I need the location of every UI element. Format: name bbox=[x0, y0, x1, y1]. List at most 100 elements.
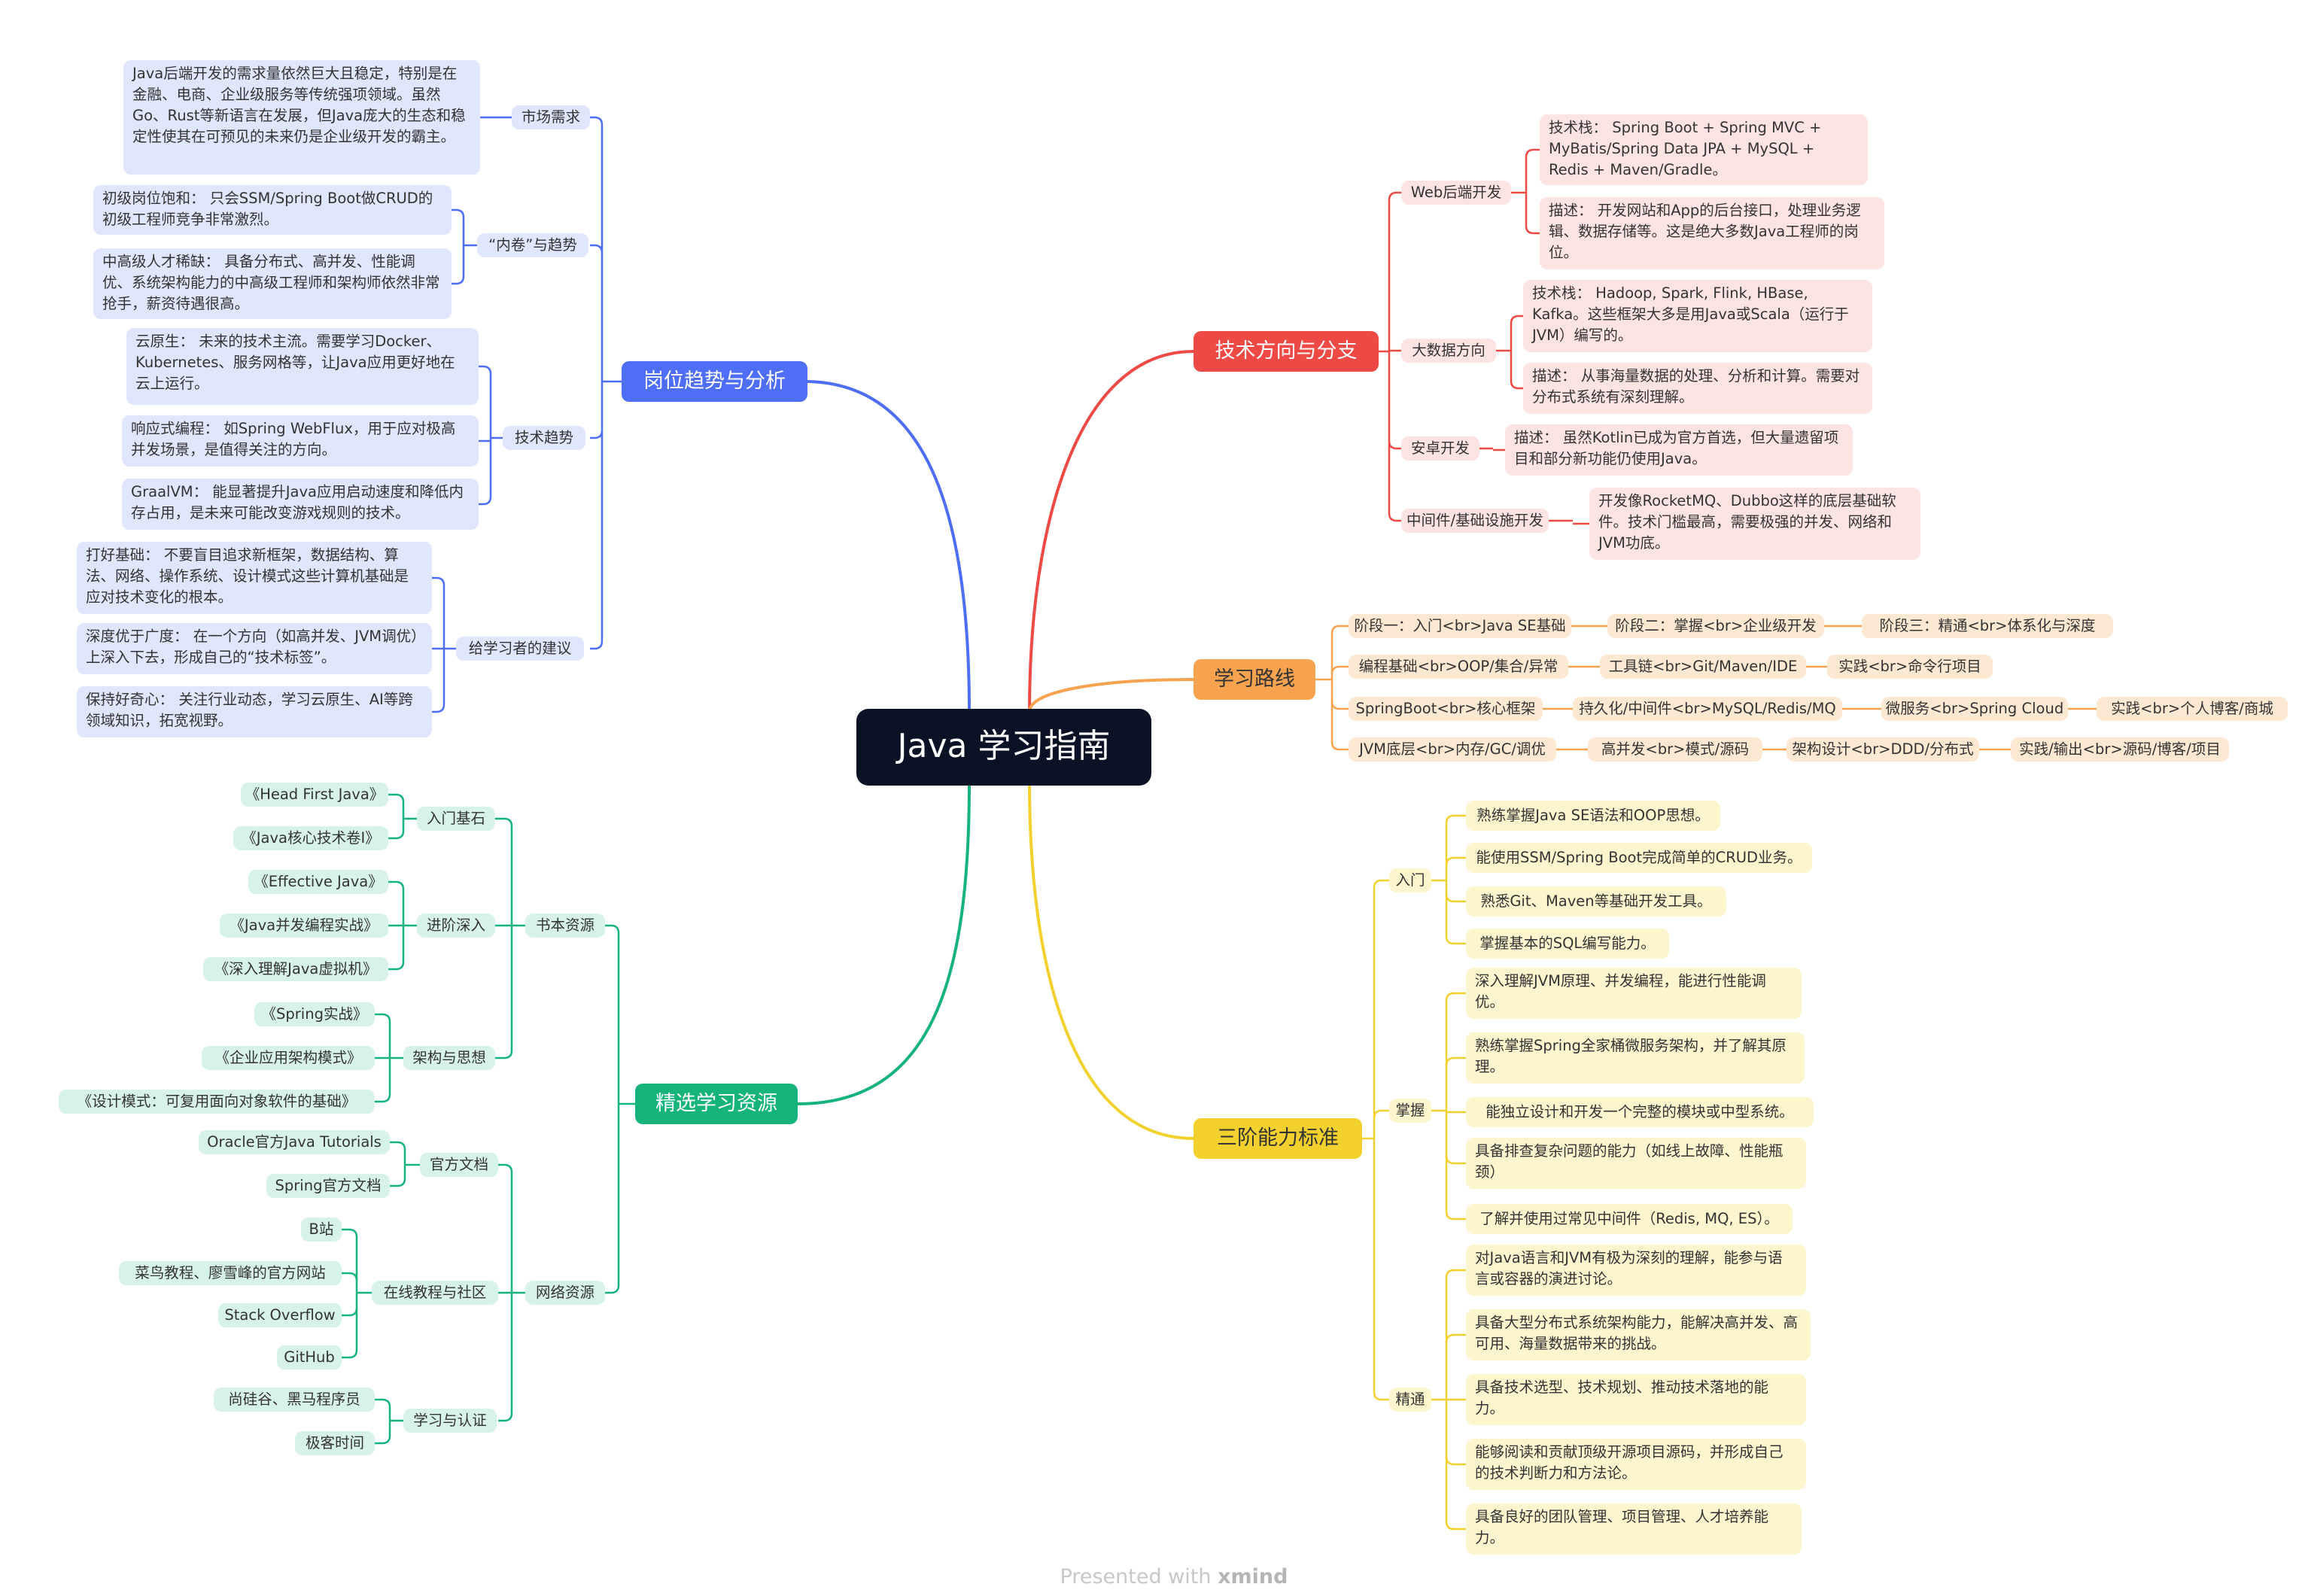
subtopic-tech-trends[interactable]: 技术趋势 bbox=[503, 426, 585, 450]
link-runoob-liaoxuefeng[interactable]: 菜鸟教程、廖雪峰的官方网站 bbox=[119, 1261, 342, 1285]
group-tutorials-community[interactable]: 在线教程与社区 bbox=[372, 1281, 498, 1305]
master-item-1[interactable]: 深入理解JVM原理、并发编程，能进行性能调优。 bbox=[1466, 968, 1802, 1019]
leaf-market-demand[interactable]: Java后端开发的需求量依然巨大且稳定，特别是在金融、电商、企业级服务等传统强项… bbox=[123, 60, 480, 175]
expert-item-5[interactable]: 具备良好的团队管理、项目管理、人才培养能力。 bbox=[1466, 1503, 1802, 1555]
master-item-4[interactable]: 具备排查复杂问题的能力（如线上故障、性能瓶颈） bbox=[1466, 1138, 1806, 1189]
leaf-fundamentals[interactable]: 打好基础： 不要盲目追求新框架，数据结构、算法、网络、操作系统、设计模式这些计算… bbox=[77, 542, 432, 614]
expert-item-1[interactable]: 对Java语言和JVM有极为深刻的理解，能参与语言或容器的演进讨论。 bbox=[1466, 1245, 1806, 1296]
leaf-reactive[interactable]: 响应式编程： 如Spring WebFlux，用于应对极高并发场景，是值得关注的… bbox=[122, 415, 479, 467]
group-learning-certification[interactable]: 学习与认证 bbox=[403, 1409, 497, 1433]
subtopic-big-data[interactable]: 大数据方向 bbox=[1401, 339, 1496, 363]
entry-item-4[interactable]: 掌握基本的SQL编写能力。 bbox=[1466, 929, 1669, 959]
book-effective-java[interactable]: 《Effective Java》 bbox=[248, 870, 388, 894]
book-design-patterns[interactable]: 《设计模式：可复用面向对象软件的基础》 bbox=[59, 1090, 375, 1114]
route-step-4-1[interactable]: JVM底层<br>内存/GC/调优 bbox=[1349, 737, 1556, 762]
subtopic-advice[interactable]: 给学习者的建议 bbox=[456, 637, 584, 661]
route-step-4-2[interactable]: 高并发<br>模式/源码 bbox=[1588, 737, 1762, 762]
connector bbox=[1028, 678, 1194, 713]
book-core-java[interactable]: 《Java核心技术卷I》 bbox=[233, 826, 388, 850]
master-item-2[interactable]: 熟练掌握Spring全家桶微服务架构，并了解其原理。 bbox=[1466, 1032, 1805, 1084]
subtopic-android[interactable]: 安卓开发 bbox=[1401, 436, 1479, 461]
level-entry[interactable]: 入门 bbox=[1389, 868, 1431, 892]
connector bbox=[495, 1050, 513, 1059]
expert-item-3[interactable]: 具备技术选型、技术规划、推动技术落地的能力。 bbox=[1466, 1374, 1806, 1425]
leaf-depth[interactable]: 深度优于广度： 在一个方向（如高并发、JVM调优）上深入下去，形成自己的“技术标… bbox=[77, 623, 432, 674]
connector bbox=[1445, 856, 1466, 866]
subtopic-involution[interactable]: “内卷”与趋势 bbox=[477, 233, 588, 257]
expert-item-2[interactable]: 具备大型分布式系统架构能力，能解决高并发、高可用、海量数据带来的挑战。 bbox=[1466, 1309, 1811, 1360]
leaf-android-desc[interactable]: 描述： 虽然Kotlin已成为官方首选，但大量遗留项目和部分新功能仍使用Java… bbox=[1505, 424, 1853, 476]
route-step-4-3[interactable]: 架构设计<br>DDD/分布式 bbox=[1787, 737, 1979, 762]
entry-item-2[interactable]: 能使用SSM/Spring Boot完成简单的CRUD业务。 bbox=[1466, 843, 1812, 873]
expert-item-4[interactable]: 能够阅读和贡献顶级开源项目源码，并形成自己的技术判断力和方法论。 bbox=[1466, 1439, 1806, 1490]
subtopic-books[interactable]: 书本资源 bbox=[525, 914, 605, 938]
level-master[interactable]: 掌握 bbox=[1389, 1099, 1431, 1123]
subtopic-middleware[interactable]: 中间件/基础设施开发 bbox=[1401, 509, 1549, 533]
central-topic[interactable]: Java 学习指南 bbox=[856, 709, 1151, 786]
connector bbox=[1445, 1269, 1466, 1278]
group-advanced[interactable]: 进阶深入 bbox=[417, 914, 495, 938]
topic-learning-resources[interactable]: 精选学习资源 bbox=[635, 1084, 798, 1124]
book-enterprise-patterns[interactable]: 《企业应用架构模式》 bbox=[202, 1046, 375, 1070]
leaf-junior-saturated[interactable]: 初级岗位饱和： 只会SSM/Spring Boot做CRUD的初级工程师竞争非常… bbox=[93, 185, 452, 235]
link-bilibili[interactable]: B站 bbox=[301, 1218, 342, 1242]
connector bbox=[1330, 701, 1349, 710]
route-step-4-4[interactable]: 实践/输出<br>源码/博客/项目 bbox=[2011, 737, 2229, 762]
leaf-web-stack[interactable]: 技术栈： Spring Boot + Spring MVC + MyBatis/… bbox=[1540, 114, 1868, 185]
leaf-bigdata-stack[interactable]: 技术栈： Hadoop, Spark, Flink, HBase, Kafka。… bbox=[1523, 280, 1872, 352]
connector bbox=[342, 1307, 358, 1317]
link-spring-docs[interactable]: Spring官方文档 bbox=[266, 1174, 390, 1198]
leaf-graalvm[interactable]: GraalVM： 能显著提升Java应用启动速度和降低内存占用，是未来可能改变游… bbox=[122, 479, 479, 530]
route-step-1-1[interactable]: 阶段一：入门<br>Java SE基础 bbox=[1349, 614, 1571, 638]
leaf-cloud-native[interactable]: 云原生： 未来的技术主流。需要学习Docker、Kubernetes、服务网格等… bbox=[126, 328, 479, 405]
topic-ability-standards[interactable]: 三阶能力标准 bbox=[1194, 1118, 1362, 1159]
route-step-1-2[interactable]: 阶段二：掌握<br>企业级开发 bbox=[1607, 614, 1824, 638]
leaf-web-desc[interactable]: 描述： 开发网站和App的后台接口，处理业务逻辑、数据存储等。这是绝大多数Jav… bbox=[1540, 197, 1884, 269]
topic-job-trends[interactable]: 岗位趋势与分析 bbox=[622, 361, 807, 402]
route-step-2-2[interactable]: 工具链<br>Git/Maven/IDE bbox=[1600, 655, 1806, 679]
route-step-3-4[interactable]: 实践<br>个人博客/商城 bbox=[2097, 697, 2288, 721]
subtopic-web-backend[interactable]: Web后端开发 bbox=[1401, 181, 1511, 205]
book-concurrency[interactable]: 《Java并发编程实战》 bbox=[220, 914, 388, 938]
route-step-3-1[interactable]: SpringBoot<br>核心框架 bbox=[1349, 697, 1543, 721]
book-jvm[interactable]: 《深入理解Java虚拟机》 bbox=[203, 957, 388, 981]
connector bbox=[590, 430, 604, 439]
link-training-orgs[interactable]: 尚硅谷、黑马程序员 bbox=[214, 1388, 375, 1412]
subtopic-web-resources[interactable]: 网络资源 bbox=[525, 1281, 605, 1305]
subtopic-market-demand[interactable]: 市场需求 bbox=[512, 105, 590, 129]
route-step-3-2[interactable]: 持久化/中间件<br>MySQL/Redis/MQ bbox=[1573, 697, 1842, 721]
link-github[interactable]: GitHub bbox=[277, 1345, 342, 1370]
connector bbox=[1510, 315, 1523, 324]
level-expert[interactable]: 精通 bbox=[1389, 1388, 1431, 1412]
leaf-middleware-desc[interactable]: 开发像RocketMQ、Dubbo这样的底层基础软件。技术门槛最高，需要极强的并… bbox=[1589, 488, 1920, 560]
connector bbox=[1373, 1109, 1389, 1119]
route-step-2-3[interactable]: 实践<br>命令行项目 bbox=[1827, 655, 1993, 679]
master-item-3[interactable]: 能独立设计和开发一个完整的模块或中型系统。 bbox=[1466, 1097, 1814, 1127]
group-intro[interactable]: 入门基石 bbox=[417, 807, 495, 831]
topic-learning-route[interactable]: 学习路线 bbox=[1194, 659, 1315, 700]
connector bbox=[388, 880, 405, 890]
connector bbox=[1330, 625, 1349, 634]
book-head-first-java[interactable]: 《Head First Java》 bbox=[241, 783, 388, 807]
group-official-docs[interactable]: 官方文档 bbox=[420, 1153, 498, 1177]
route-step-3-3[interactable]: 微服务<br>Spring Cloud bbox=[1881, 697, 2068, 721]
master-item-5[interactable]: 了解并使用过常见中间件（Redis, MQ, ES）。 bbox=[1466, 1204, 1793, 1234]
leaf-senior-scarce[interactable]: 中高级人才稀缺： 具备分布式、高并发、性能调优、系统架构能力的中高级工程师和架构… bbox=[93, 248, 452, 319]
leaf-bigdata-desc[interactable]: 描述： 从事海量数据的处理、分析和计算。需要对分布式系统有深刻理解。 bbox=[1523, 363, 1872, 414]
book-spring-in-action[interactable]: 《Spring实战》 bbox=[254, 1002, 375, 1026]
leaf-curiosity[interactable]: 保持好奇心： 关注行业动态，学习云原生、AI等跨领域知识，拓宽视野。 bbox=[77, 686, 432, 737]
route-step-1-3[interactable]: 阶段三：精通<br>体系化与深度 bbox=[1862, 614, 2113, 638]
connector bbox=[1510, 380, 1523, 390]
entry-item-1[interactable]: 熟练掌握Java SE语法和OOP思想。 bbox=[1466, 801, 1720, 831]
connector bbox=[375, 1013, 391, 1023]
link-stack-overflow[interactable]: Stack Overflow bbox=[218, 1303, 342, 1327]
link-oracle-tutorials[interactable]: Oracle官方Java Tutorials bbox=[199, 1130, 390, 1154]
entry-item-3[interactable]: 熟悉Git、Maven等基础开发工具。 bbox=[1466, 886, 1726, 917]
link-geektime[interactable]: 极客时间 bbox=[295, 1431, 375, 1455]
group-architecture[interactable]: 架构与思想 bbox=[403, 1046, 495, 1070]
watermark-prefix: Presented with bbox=[1060, 1565, 1212, 1588]
connector bbox=[605, 1284, 620, 1294]
route-step-2-1[interactable]: 编程基础<br>OOP/集合/异常 bbox=[1349, 655, 1568, 679]
topic-tech-directions[interactable]: 技术方向与分支 bbox=[1194, 331, 1379, 372]
